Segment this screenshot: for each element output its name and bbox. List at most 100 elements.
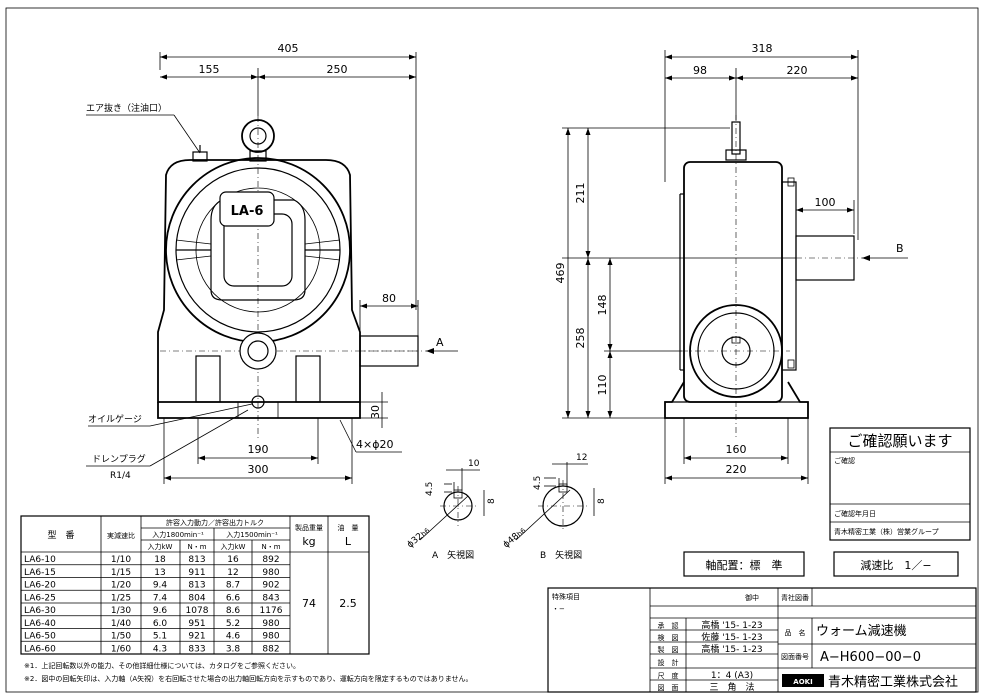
- dim-300: 300: [248, 463, 269, 476]
- spec-cell: LA6-25: [24, 593, 56, 603]
- no-label: 図面番号: [781, 653, 809, 661]
- th-nm-1: N・m: [187, 543, 206, 551]
- logo-text: AOKI: [793, 678, 812, 686]
- label-view-b: B: [896, 242, 904, 255]
- th-weight-unit: kg: [302, 535, 315, 548]
- dim-469: 469: [554, 263, 567, 284]
- spec-cell: 1/10: [111, 555, 131, 565]
- dim-100: 100: [815, 196, 836, 209]
- spec-table: 型 番 実減速比 許容入力動力／許容出力トルク 入力1800min⁻¹ 入力15…: [20, 515, 370, 655]
- spec-cell: LA6-20: [24, 581, 56, 591]
- weight-value: 74: [302, 597, 316, 610]
- title-block: 特殊項目 ・− 御中 青社図番 承 認高橋 '15- 1-23検 図佐藤 '15…: [547, 587, 977, 693]
- spec-cell: 1/30: [111, 606, 131, 616]
- th-model: 型 番: [47, 529, 74, 541]
- th-nm-2: N・m: [261, 543, 280, 551]
- no-value: A−H600−00−0: [820, 650, 921, 665]
- spec-cell: 4.6: [226, 632, 241, 642]
- spec-cell: LA6-50: [24, 632, 56, 642]
- spec-cell: 882: [262, 644, 279, 654]
- spec-cell: 813: [188, 581, 205, 591]
- spec-cell: 7.4: [153, 593, 168, 603]
- tb-row-label: 検 図: [658, 633, 679, 642]
- spec-cell: 1/50: [111, 632, 131, 642]
- tb-row-value: 高橋 '15- 1-23: [701, 643, 762, 655]
- confirm-title: ご確認願います: [847, 432, 952, 450]
- tb-row-label: 設 計: [658, 658, 679, 667]
- view-a-d3: 8: [487, 498, 497, 504]
- tb-row-value: 佐藤 '15- 1-23: [701, 631, 762, 643]
- spec-cell: 1/25: [111, 593, 131, 603]
- th-group: 許容入力動力／許容出力トルク: [166, 518, 264, 527]
- spec-cell: LA6-60: [24, 644, 56, 654]
- spec-cell: 911: [188, 568, 205, 578]
- dim-155: 155: [199, 63, 220, 76]
- front-view: 405 155 250 エア抜き（注油口）: [86, 42, 458, 484]
- th-kw-2: 入力kW: [221, 542, 246, 551]
- spec-cell: 1/15: [111, 568, 131, 578]
- confirm-date: ご確認年月日: [834, 509, 876, 518]
- tb-row-label: 承 認: [658, 621, 679, 630]
- th-kw-1: 入力kW: [148, 542, 173, 551]
- view-b-d3: 8: [597, 498, 607, 504]
- spec-cell: 16: [227, 555, 239, 565]
- view-b-d1: 4.5: [533, 476, 543, 490]
- tb-row-label: 製 図: [658, 645, 679, 654]
- spec-cell: 1/60: [111, 644, 131, 654]
- confirm-company: 青木精密工業（株）営業グループ: [834, 527, 939, 536]
- model-badge: [219, 191, 275, 227]
- view-a-dia: ϕ32h6: [406, 525, 433, 550]
- ratio-text: 減速比 1／−: [860, 558, 931, 572]
- dim-405: 405: [278, 42, 299, 55]
- spec-cell: 1078: [186, 606, 209, 616]
- dim-148: 148: [596, 295, 609, 316]
- spec-cell: 980: [262, 568, 279, 578]
- label-view-a: A: [436, 336, 444, 349]
- our-no: 青社図番: [781, 593, 809, 602]
- axis-text: 軸配置：標 準: [706, 558, 783, 572]
- spec-cell: 813: [188, 555, 205, 565]
- spec-cell: 13: [154, 568, 165, 578]
- spec-cell: LA6-15: [24, 568, 56, 578]
- dim-250: 250: [327, 63, 348, 76]
- spec-cell: LA6-10: [24, 555, 56, 565]
- note-2: ※2．図中の回転矢印は、入力軸（A矢視）を右回転させた場合の出力軸回転方向を示す…: [24, 674, 473, 683]
- oil-value: 2.5: [339, 597, 357, 610]
- special-value: ・−: [552, 605, 565, 613]
- spec-cell: 8.6: [226, 606, 241, 616]
- title-block-rows: 承 認高橋 '15- 1-23検 図佐藤 '15- 1-23製 図高橋 '15-…: [658, 619, 763, 693]
- spec-cell: 921: [188, 632, 205, 642]
- spec-cell: 5.1: [153, 632, 167, 642]
- th-1500: 入力1500min⁻¹: [226, 530, 278, 539]
- label-air-vent: エア抜き（注油口）: [86, 102, 167, 114]
- spec-cell: LA6-30: [24, 606, 56, 616]
- dim-160: 160: [726, 443, 747, 456]
- th-oil: 油 量: [338, 523, 359, 532]
- tb-row-value: 三 角 法: [709, 681, 754, 693]
- company-name: 青木精密工業株式会社: [828, 674, 958, 690]
- spec-cell: 1176: [260, 606, 283, 616]
- dim-211: 211: [574, 183, 587, 204]
- spec-cell: 4.3: [153, 644, 167, 654]
- spec-cell: 9.6: [153, 606, 168, 616]
- label-holes: 4×ϕ20: [356, 438, 393, 451]
- view-b-detail: 12 4.5 8 ϕ48h6 B 矢視図: [502, 453, 607, 561]
- tb-row-value: 高橋 '15- 1-23: [701, 619, 762, 631]
- dim-110: 110: [596, 375, 609, 396]
- spec-cell: 8.7: [226, 581, 240, 591]
- badge-text: LA-6: [231, 204, 264, 219]
- confirm-check: ご確認: [834, 456, 855, 465]
- spec-cell: 6.0: [153, 619, 168, 629]
- label-oil-gauge: オイルゲージ: [88, 413, 142, 425]
- spec-cell: 951: [188, 619, 205, 629]
- ratio-box: [833, 551, 959, 577]
- dim-190: 190: [248, 443, 269, 456]
- spec-cell: LA6-40: [24, 619, 56, 629]
- spec-cell: 892: [262, 555, 279, 565]
- dim-258: 258: [574, 328, 587, 349]
- spec-cell: 3.8: [226, 644, 241, 654]
- note-1: ※1．上記回転数以外の能力、その他詳細仕様については、カタログをご参照ください。: [24, 661, 300, 670]
- view-a-d1: 4.5: [425, 482, 435, 496]
